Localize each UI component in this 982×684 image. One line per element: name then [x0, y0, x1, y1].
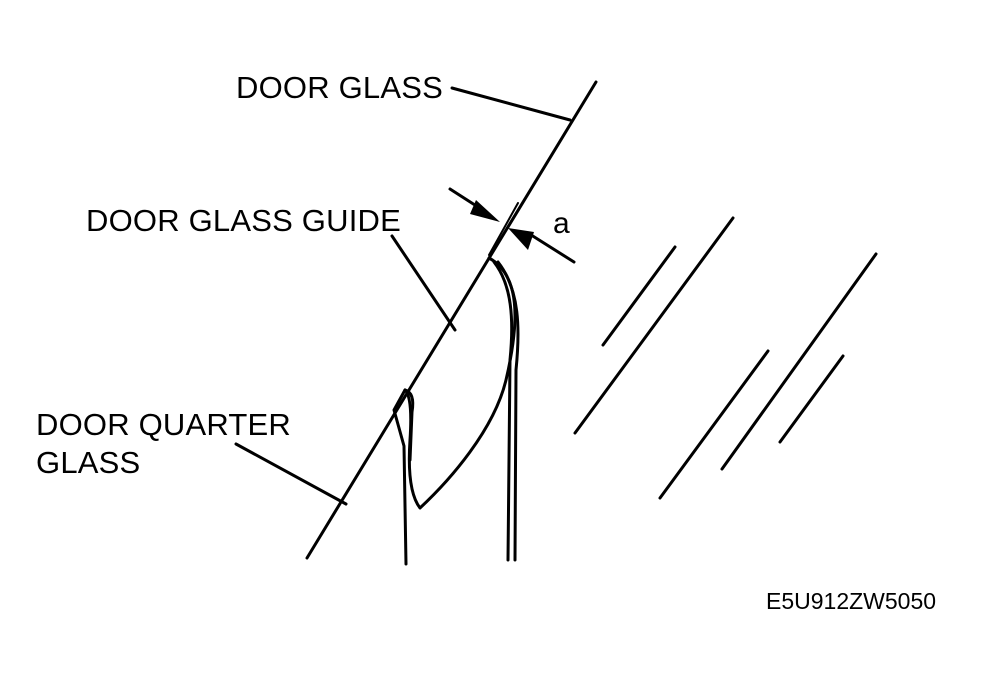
door-glass-leader-line: [450, 86, 572, 122]
label-door-glass-guide: DOOR GLASS GUIDE: [86, 203, 401, 238]
reflection-line-2: [573, 216, 735, 435]
dimension-extension-line-right: [526, 231, 576, 264]
label-door-glass: DOOR GLASS: [236, 70, 443, 105]
reflection-line-1: [601, 245, 677, 347]
label-door-quarter-glass-line2: GLASS: [36, 445, 141, 480]
door-glass-guide-outline: [403, 256, 517, 510]
door-glass-guide-outer-curve: [496, 260, 520, 562]
door-glass-inner-line: [488, 202, 519, 256]
door-quarter-glass-pane-left: [392, 388, 408, 566]
figure-code: E5U912ZW5050: [766, 588, 937, 614]
door-glass-guide-leader-line: [390, 234, 457, 332]
door-glass-edge-line: [305, 80, 598, 560]
dimension-arrow-left-head: [470, 200, 500, 222]
reflection-line-5: [778, 354, 845, 444]
dimension-arrow-right-head: [508, 228, 534, 250]
reflection-line-4: [720, 252, 878, 471]
reflection-line-3: [658, 349, 770, 500]
dimension-extension-line-left: [448, 187, 480, 209]
door-quarter-glass-pane-fold: [403, 388, 415, 462]
door-glass-guide-inner-curve: [492, 260, 514, 562]
dimension-label-a: a: [553, 207, 570, 240]
label-door-quarter-glass-line1: DOOR QUARTER: [36, 407, 292, 442]
door-quarter-glass-leader-line: [234, 442, 348, 506]
